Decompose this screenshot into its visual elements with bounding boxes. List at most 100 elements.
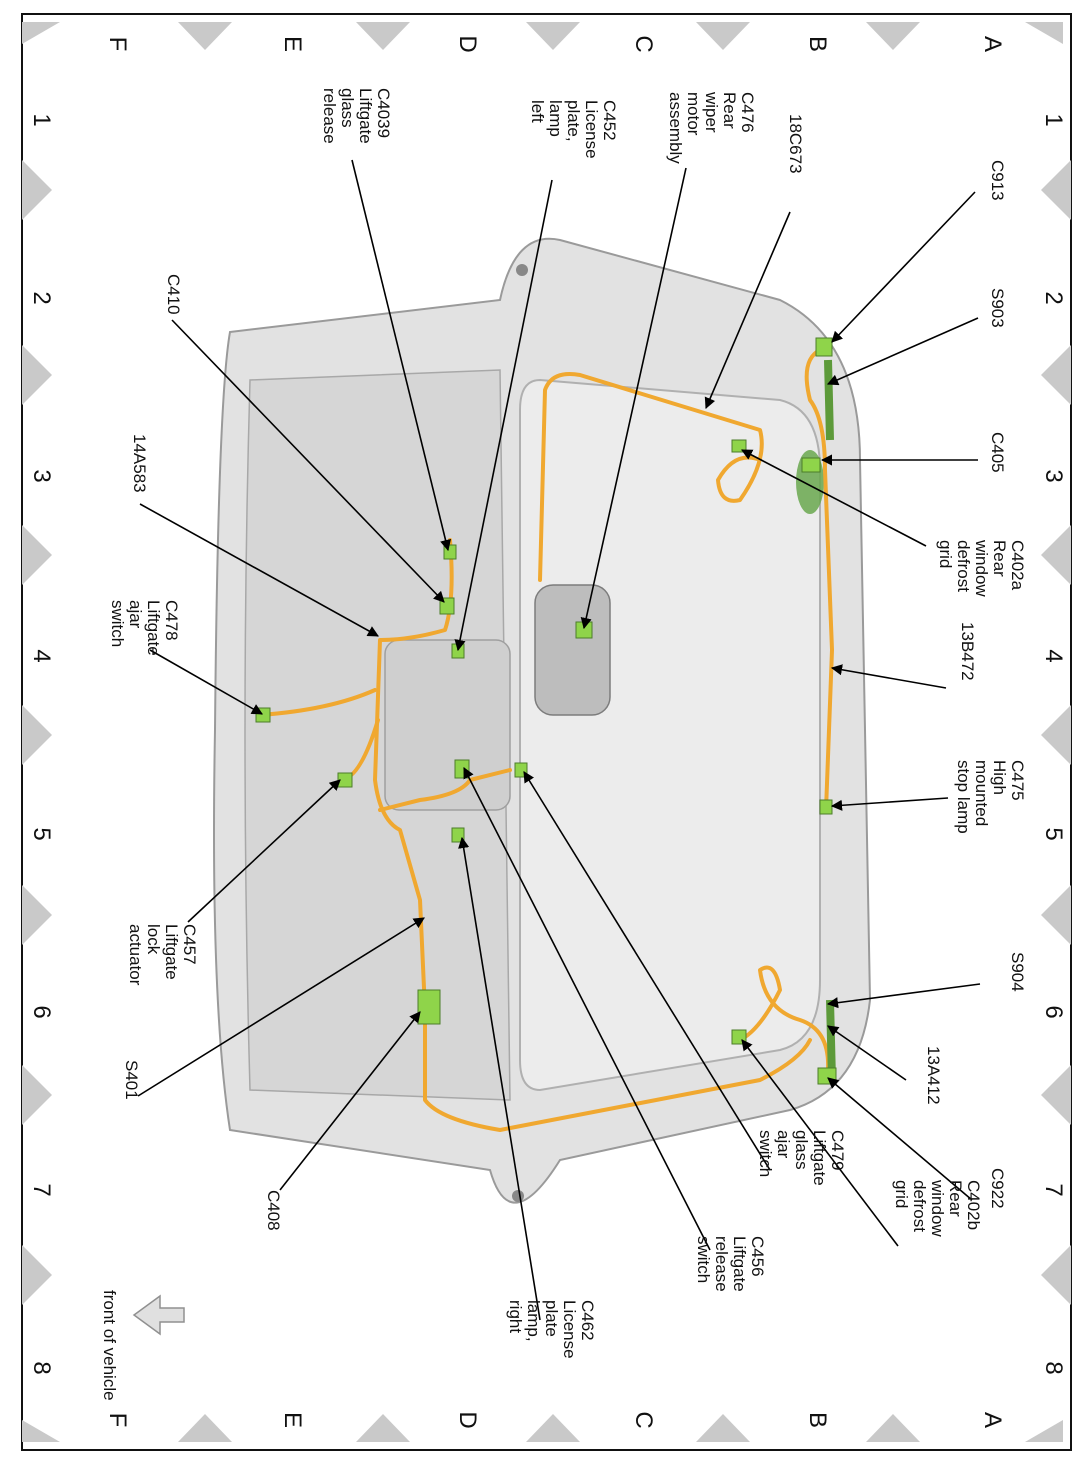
leader-c456 [463,767,711,1251]
callout-line: High [990,760,1009,795]
col-label-8: 8 [1040,1361,1067,1374]
callout-line: S903 [988,288,1007,328]
leader-c402a [741,449,927,547]
leader-c462 [458,836,541,1321]
harness-branch-ajar [258,688,377,717]
col-label-1: 1 [1040,113,1067,126]
callout-line: Liftgate [162,924,181,980]
callout-line: C462 [578,1300,597,1341]
callout-line: C408 [264,1190,283,1231]
callout-line: S401 [122,1060,141,1100]
leader-c913 [831,191,976,343]
callout-line: assembly [666,92,685,164]
col-label-4: 4 [28,649,55,662]
callout-line: C922 [988,1168,1007,1209]
row-label-d: D [454,1411,481,1428]
callout-line: C402b [964,1180,983,1230]
col-label-3: 3 [28,469,55,482]
callout-line: License [582,100,601,159]
callout-line: C913 [988,160,1007,201]
callout-c478: C478Liftgateajarswitch [108,600,181,656]
callout-line: plate, [564,100,583,142]
callout-line: plate [542,1300,561,1337]
callout-c410: C410 [164,274,183,315]
callout-14a583: 14A583 [130,434,149,493]
harness-s903-bundle [824,359,834,441]
callout-c452: C452Licenseplate,lampleft [528,100,619,159]
col-label-3: 3 [1040,469,1067,482]
callout-c462: C462Licenseplatelamp,right [506,1300,597,1359]
row-label-b: B [804,36,831,52]
col-label-6: 6 [28,1005,55,1018]
callout-line: Liftgate [730,1236,749,1292]
leader-c4039 [351,159,452,552]
callout-line: defrost [954,540,973,592]
callout-line: mounted [972,760,991,826]
callout-18c673: 18C673 [786,114,805,174]
callout-line: ajar [774,1130,793,1159]
callout-line: release [320,88,339,144]
callout-s903: S903 [988,288,1007,328]
liftgate-panel [213,237,872,1204]
callout-line: 13B472 [958,622,977,681]
callout-line: C405 [988,432,1007,473]
callout-line: lamp [546,100,565,137]
leader-c408 [279,1011,421,1191]
callout-line: stop lamp [954,760,973,834]
callout-line: C475 [1008,760,1027,801]
callout-c4039: C4039Liftgateglassrelease [320,88,393,144]
row-label-e: E [279,36,306,52]
license-plate-recess [384,639,511,811]
connector-c408 [417,989,441,1025]
front-of-vehicle-indicator: front of vehicle [100,1290,185,1401]
col-label-5: 5 [28,827,55,840]
harness-right-loop [738,965,831,1072]
callout-line: Liftgate [356,88,375,144]
callout-c457: C457Liftgatelockactuator [126,924,199,986]
callout-line: glass [338,88,357,128]
callout-line: Rear [946,1180,965,1217]
callout-line: Liftgate [810,1130,829,1186]
connector-c913 [815,337,833,357]
col-label-6: 6 [1040,1005,1067,1018]
callout-line: lamp, [524,1300,543,1342]
callout-line: C452 [600,100,619,141]
callout-s904: S904 [1008,952,1027,992]
callout-c456: C456Liftgatereleaseswitch [694,1236,767,1292]
callout-line: C402a [1008,540,1027,591]
leader-s904 [826,983,981,1009]
grid-markers [22,22,1071,1442]
leader-c476 [580,167,687,630]
callout-line: defrost [910,1180,929,1232]
callout-line: lock [144,924,163,955]
callout-line: left [528,100,547,123]
callout-line: C410 [164,274,183,315]
col-label-2: 2 [28,291,55,304]
callout-line: 14A583 [130,434,149,493]
callout-line: release [712,1236,731,1292]
callout-line: C476 [738,92,757,133]
wiper-motor [534,584,611,716]
leader-c478 [149,649,263,715]
callout-line: C457 [180,924,199,965]
col-label-7: 7 [28,1183,55,1196]
callout-line: C479 [828,1130,847,1171]
callout-line: C478 [162,600,181,641]
leader-c922 [827,1077,973,1201]
connector-c402a [731,439,747,453]
col-label-2: 2 [1040,291,1067,304]
row-label-c: C [630,35,657,52]
connector-c405 [801,457,821,473]
callout-line: C456 [748,1236,767,1277]
row-label-f: F [104,1413,131,1428]
connector-c475 [819,799,833,815]
callout-line: 13A412 [924,1046,943,1105]
leader-18C673 [704,211,791,410]
row-label-c: C [630,1411,657,1428]
callout-line: glass [792,1130,811,1170]
callout-s401: S401 [122,1060,141,1100]
front-arrow-icon [132,1294,185,1336]
col-label-7: 7 [1040,1183,1067,1196]
callout-c479: C479Liftgateglassajarswitch [756,1130,847,1186]
